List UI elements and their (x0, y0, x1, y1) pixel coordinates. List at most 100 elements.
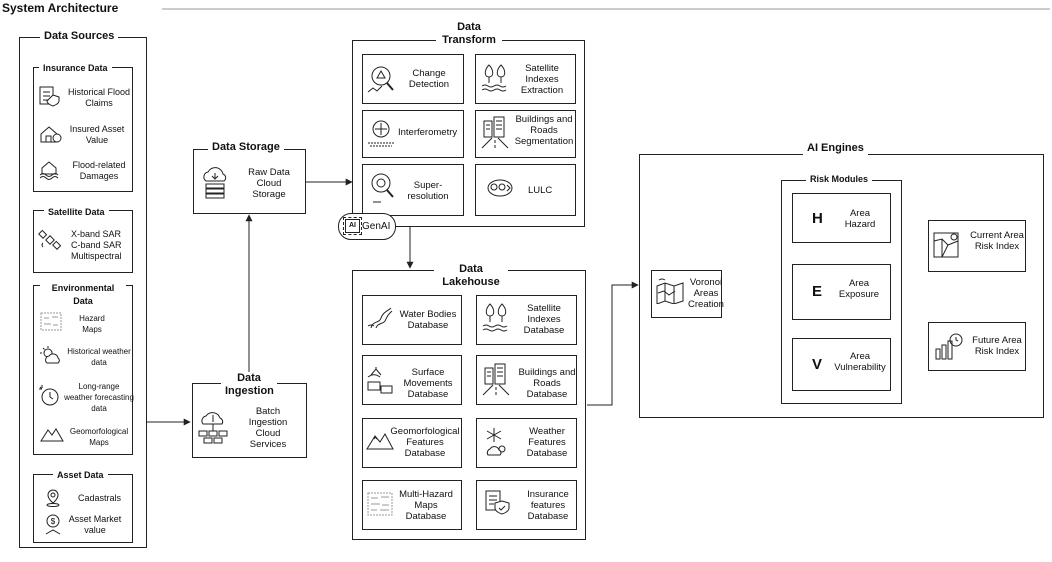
hazard-label: Area Hazard (844, 208, 876, 230)
transform-card-lulc (475, 164, 576, 216)
asset-item-1: Asset Market value (68, 514, 122, 535)
transform-item-2: Interferometry (398, 127, 458, 138)
geomorfological-db-icon (366, 431, 394, 451)
cadastral-pin-icon (44, 489, 62, 507)
water-bodies-icon (367, 306, 393, 330)
satellite-data-group (33, 210, 133, 273)
data-sources-title: Data Sources (40, 30, 119, 43)
current-risk-map-icon (932, 229, 962, 261)
transform-item-5: LULC (528, 185, 553, 196)
genai-label: GenAI (362, 221, 391, 232)
forecast-icon (38, 383, 62, 407)
transform-card-change-detection (362, 54, 464, 104)
environmental-item-3: Geomorfological Maps (69, 427, 129, 447)
lakehouse-card-geomorfological (362, 418, 462, 468)
insured-asset-icon (38, 123, 62, 145)
insurance-features-icon (484, 489, 512, 519)
transform-item-3: Buildings and Roads Segmentation (514, 114, 574, 147)
ingestion-cloud-icon (197, 411, 229, 445)
lakehouse-card-insurance-features (476, 480, 577, 530)
output-future: Future Area Risk Index (972, 335, 1022, 357)
surface-movements-icon (367, 365, 393, 395)
asset-item-0: Cadastrals (78, 493, 122, 503)
ai-chip-icon: AI (343, 217, 362, 235)
exposure-label: Area Exposure (838, 278, 880, 300)
voronoi-label: Voronoi Areas Creation (688, 277, 724, 310)
lakehouse-item-0: Water Bodies Database (399, 309, 457, 331)
flood-damage-icon (38, 158, 62, 180)
transform-card-interferometry (362, 110, 464, 158)
environmental-data-title: Environmental Data (40, 282, 126, 308)
hazard-letter: H (812, 210, 823, 227)
lakehouse-card-surface-movements (362, 355, 462, 405)
data-lakehouse-title: Data Lakehouse (434, 263, 508, 289)
insurance-item-0: Historical Flood Claims (67, 87, 131, 108)
svg-text:$: $ (51, 517, 56, 526)
voronoi-map-icon (655, 278, 685, 304)
output-current: Current Area Risk Index (970, 230, 1024, 252)
satellite-item-0: X-band SAR (71, 229, 122, 239)
lakehouse-item-4: Geomorfological Features Database (390, 426, 460, 459)
lakehouse-card-water-bodies (362, 295, 462, 345)
market-value-icon: $ (44, 514, 62, 536)
ai-engines-title: AI Engines (803, 142, 868, 155)
lakehouse-item-6: Multi-Hazard Maps Database (399, 489, 453, 522)
satellite-icon (38, 228, 62, 252)
satellite-indexes-icon (481, 62, 509, 92)
exposure-letter: E (812, 283, 823, 300)
transform-card-satellite-indexes (475, 54, 576, 104)
genai-badge (338, 213, 396, 240)
lakehouse-item-2: Surface Movements Database (403, 367, 453, 400)
lakehouse-item-5: Weather Features Database (526, 426, 568, 459)
data-transform-title: Data Transform (436, 21, 502, 47)
satellite-data-title: Satellite Data (44, 206, 109, 219)
interferometry-icon (366, 117, 396, 149)
current-risk-card (928, 220, 1026, 272)
future-risk-card (928, 322, 1026, 371)
transform-item-1: Satellite Indexes Extraction (520, 63, 564, 96)
change-detection-icon (367, 64, 395, 94)
buildings-roads-icon (480, 115, 510, 149)
vulnerability-letter: V (812, 356, 823, 373)
satellite-item-2: Multispectral (71, 251, 122, 261)
lakehouse-item-3: Buildings and Roads Database (518, 367, 576, 400)
environmental-item-2: Long-range weather forecasting data (64, 382, 134, 413)
lakehouse-item-1: Satellite Indexes Database (523, 303, 565, 336)
environmental-item-0: Hazard Maps (79, 314, 105, 334)
weather-icon (40, 346, 64, 366)
vulnerability-label: Area Vulnerability (834, 351, 886, 373)
cloud-storage-icon (199, 165, 231, 199)
lakehouse-card-weather-features (476, 418, 577, 468)
insurance-item-1: Insured Asset Value (69, 124, 125, 145)
data-ingestion-title: Data Ingestion (221, 372, 277, 398)
transform-item-4: Super-resolution (407, 180, 449, 202)
risk-module-exposure (792, 264, 891, 320)
hazard-maps-icon (40, 312, 62, 332)
satellite-item-1: C-band SAR (71, 240, 122, 250)
transform-item-0: Change Detection (408, 68, 450, 90)
risk-module-vulnerability (792, 338, 891, 391)
lulc-icon (486, 177, 514, 199)
data-storage-item: Raw Data Cloud Storage (248, 167, 290, 200)
weather-features-icon (482, 425, 510, 459)
transform-card-super-resolution (362, 164, 464, 216)
data-ingestion-item: Batch Ingestion Cloud Services (248, 406, 288, 450)
risk-modules-title: Risk Modules (806, 173, 873, 186)
insurance-data-title: Insurance Data (39, 62, 112, 75)
lakehouse-card-satellite-indexes (476, 295, 577, 345)
buildings-roads-db-icon (481, 362, 511, 396)
data-storage-title: Data Storage (208, 141, 284, 154)
page-title: System Architecture (0, 2, 123, 15)
insurance-item-2: Flood-related Damages (72, 160, 126, 181)
environmental-data-group (33, 285, 133, 455)
multi-hazard-icon (367, 491, 393, 519)
arrow-lakehouse-to-ai (587, 281, 639, 406)
super-resolution-icon (370, 172, 396, 204)
environmental-item-1: Historical weather data (67, 347, 131, 367)
voronoi-card (651, 270, 722, 318)
lakehouse-item-7: Insurance features Database (527, 489, 569, 522)
flood-claims-icon (38, 85, 62, 107)
asset-data-title: Asset Data (53, 469, 108, 482)
insurance-data-group (33, 67, 133, 192)
geomorphology-icon (40, 426, 64, 442)
